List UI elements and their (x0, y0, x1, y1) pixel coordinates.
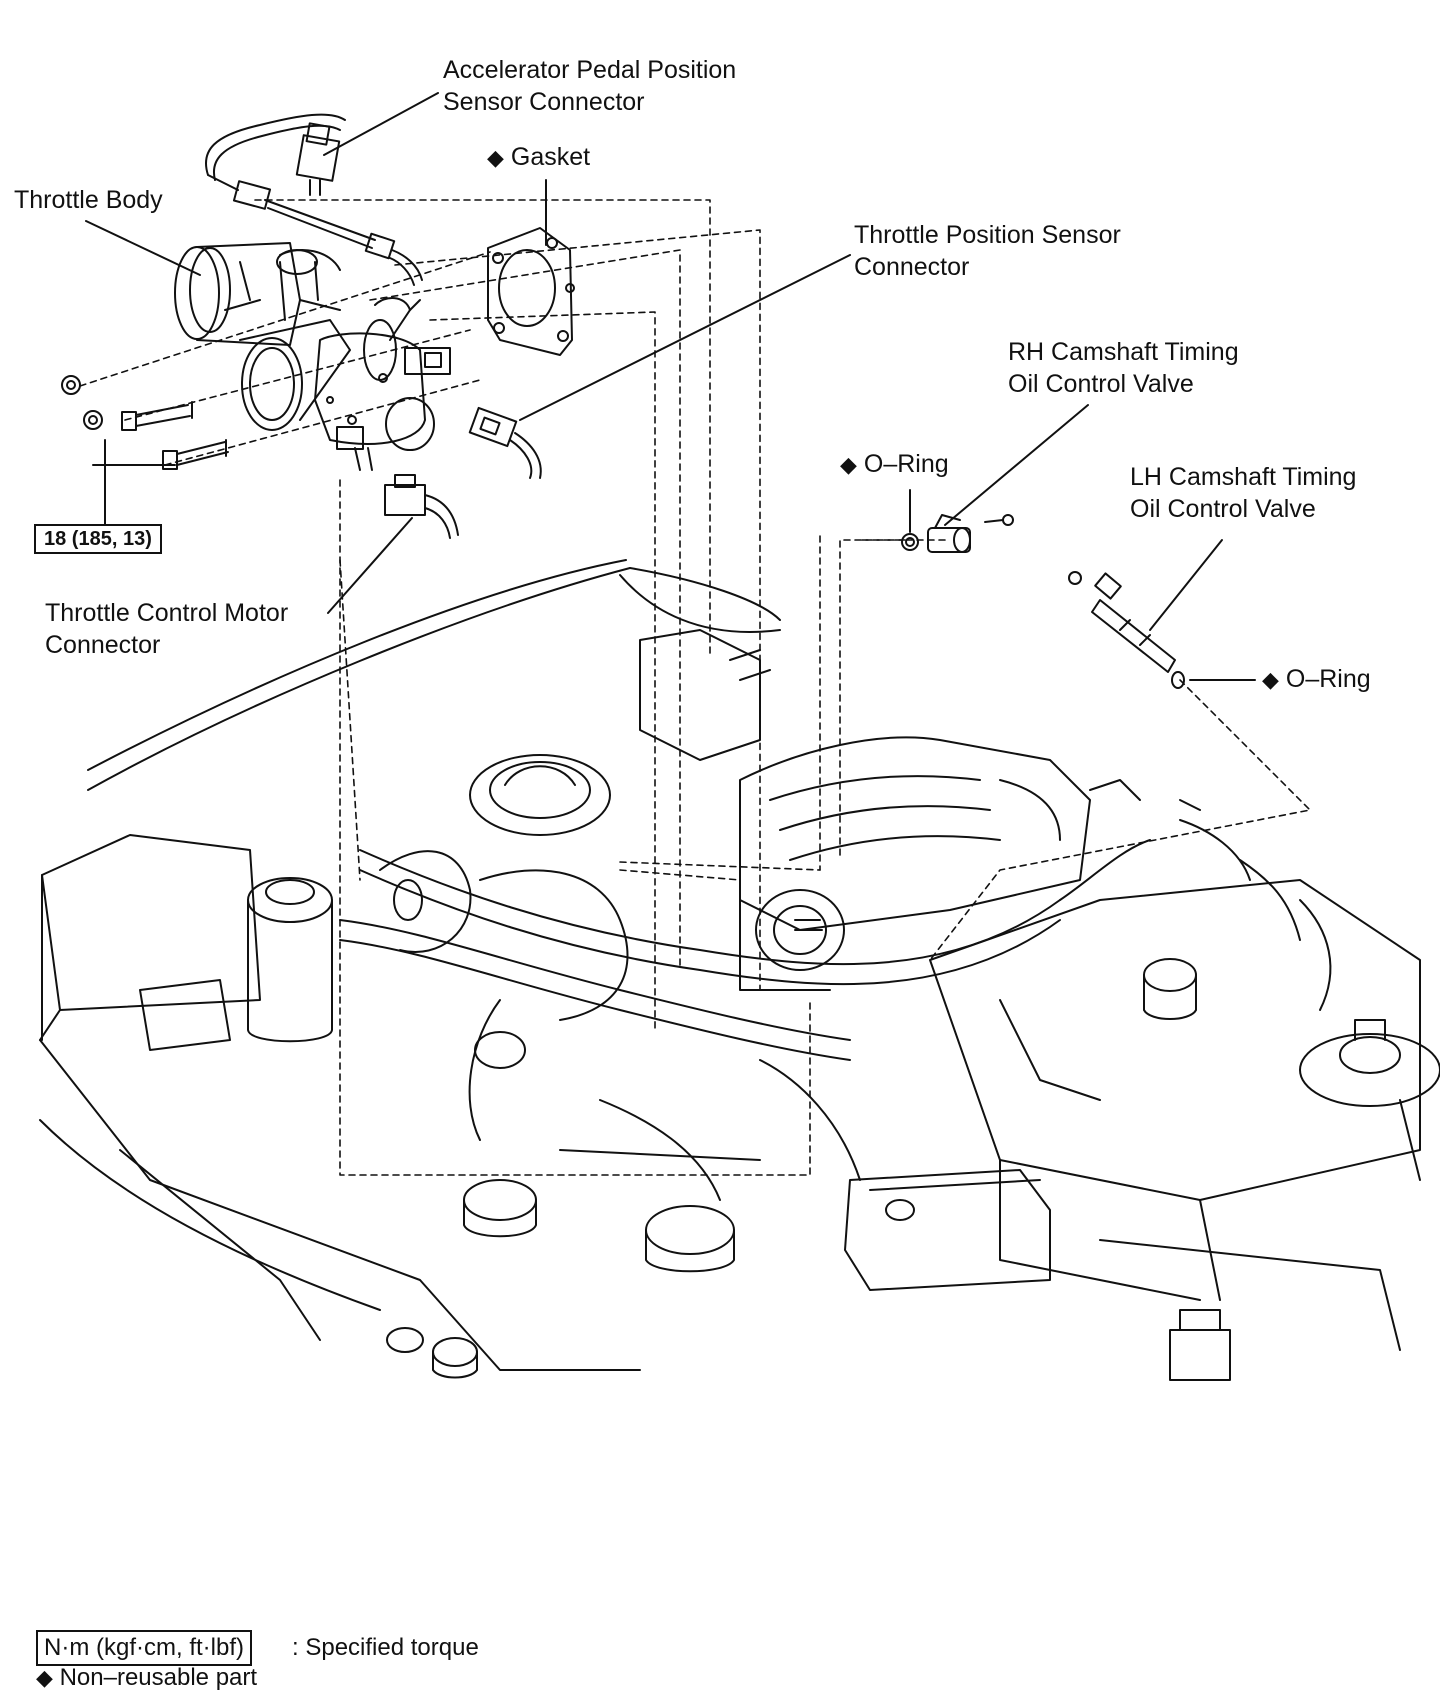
accelerator-harness-drawing (205, 113, 423, 286)
legend-torque-unit: N·m (kgf·cm, ft·lbf) (36, 1630, 252, 1666)
label-tps-line2: Connector (854, 253, 970, 281)
label-oring-rh: ◆ O–Ring (840, 448, 949, 481)
non-reusable-diamond-icon: ◆ (1262, 667, 1279, 692)
tcm-connector-drawing (384, 474, 459, 539)
label-oring-lh: ◆ O–Ring (1262, 663, 1371, 696)
gasket-drawing (487, 227, 575, 356)
tps-connector-drawing (468, 406, 542, 479)
bolts-drawing (61, 375, 229, 470)
legend-nonreusable-text: Non–reusable part (59, 1664, 258, 1691)
non-reusable-diamond-icon: ◆ (487, 145, 504, 170)
torque-value-box: 18 (185, 13) (34, 524, 162, 554)
label-lh-ocv-line1: LH Camshaft Timing (1130, 463, 1357, 491)
label-throttle-body: Throttle Body (14, 186, 163, 214)
lh-ocv-drawing (1068, 571, 1185, 689)
label-gasket-text: Gasket (510, 143, 591, 171)
label-accelerator-pedal-position: Accelerator Pedal Position (443, 56, 737, 84)
dashed-guides (79, 199, 1311, 1176)
label-tcm-line2: Connector (45, 631, 161, 659)
legend-torque-desc: : Specified torque (292, 1634, 479, 1661)
label-accelerator-sensor-connector: Sensor Connector (443, 88, 645, 116)
label-rh-ocv-line2: Oil Control Valve (1008, 370, 1194, 398)
label-lh-ocv-line2: Oil Control Valve (1130, 495, 1316, 523)
label-tcm-line1: Throttle Control Motor (45, 599, 289, 627)
rh-ocv-drawing (901, 514, 1014, 553)
non-reusable-diamond-icon: ◆ (36, 1665, 53, 1690)
label-oring-lh-text: O–Ring (1285, 665, 1371, 693)
label-rh-ocv-line1: RH Camshaft Timing (1008, 338, 1239, 366)
non-reusable-diamond-icon: ◆ (840, 452, 857, 477)
legend-nonreusable: ◆ Non–reusable part (36, 1662, 257, 1694)
label-gasket: ◆ Gasket (487, 141, 590, 174)
throttle-body-drawing (174, 242, 451, 471)
label-tps-line1: Throttle Position Sensor (854, 221, 1121, 249)
engine-bay-drawing (39, 559, 1440, 1381)
label-oring-rh-text: O–Ring (863, 450, 949, 478)
